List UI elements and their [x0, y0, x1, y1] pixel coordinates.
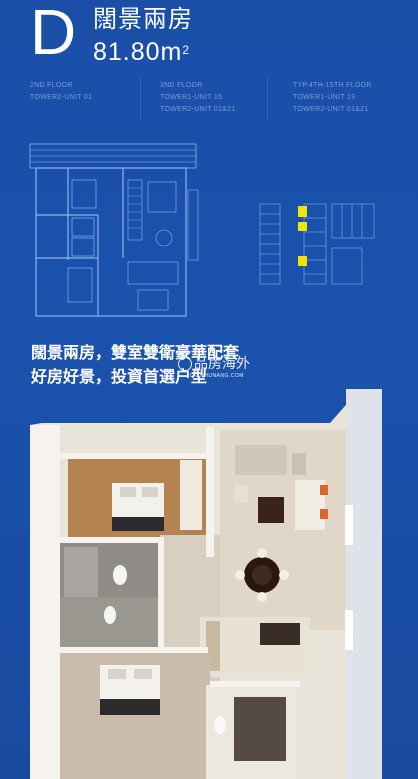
bed-blanket [112, 517, 164, 531]
watermark-logo-icon [178, 356, 192, 371]
info-line: TOWER2-UNIT 01&21 [293, 106, 369, 113]
toilet [113, 565, 127, 585]
divider [267, 78, 268, 120]
info-line: TOWER2-UNIT 01 [30, 94, 93, 101]
info-line: 2ND FLOOR [30, 82, 73, 89]
building-key-plan [259, 203, 375, 285]
watermark-brand: 品房海外 [194, 355, 250, 371]
unit-area-superscript: 2 [182, 43, 191, 57]
highlighted-unit [298, 222, 307, 231]
info-line: TOWER1-UNIT 15 [160, 94, 223, 101]
coffee-table [258, 497, 284, 523]
blueprint-floor-plan [29, 143, 199, 317]
unit-letter: D [30, 0, 77, 68]
unit-name: 闊景兩房 [93, 6, 193, 33]
info-line: TOWER1-UNIT 19 [293, 94, 356, 101]
watermark-domain: QIANHUNANG.COM [190, 373, 244, 379]
tagline-line-2: 好房好景，投資首選户型 [31, 369, 208, 386]
floor-plan-3d-render [30, 389, 382, 779]
unit-area: 81.80m2 [93, 38, 190, 66]
watermark: 品房海外 QIANHUNANG.COM [178, 355, 250, 379]
info-line: TYP.4TH-15TH FLOOR [293, 82, 372, 89]
info-line: 3ND FLOOR [160, 82, 203, 89]
highlighted-unit [298, 256, 307, 266]
info-column-1: 2ND FLOOR TOWER2-UNIT 01 [30, 80, 92, 104]
highlighted-unit [298, 206, 307, 217]
divider [140, 78, 141, 120]
info-column-2: 3ND FLOOR TOWER1-UNIT 15 TOWER2-UNIT 01&… [160, 80, 236, 116]
unit-area-value: 81.80m [93, 38, 183, 66]
toilet [104, 606, 116, 624]
info-line: TOWER2-UNIT 01&21 [160, 106, 236, 113]
info-column-3: TYP.4TH-15TH FLOOR TOWER1-UNIT 19 TOWER2… [293, 80, 372, 116]
